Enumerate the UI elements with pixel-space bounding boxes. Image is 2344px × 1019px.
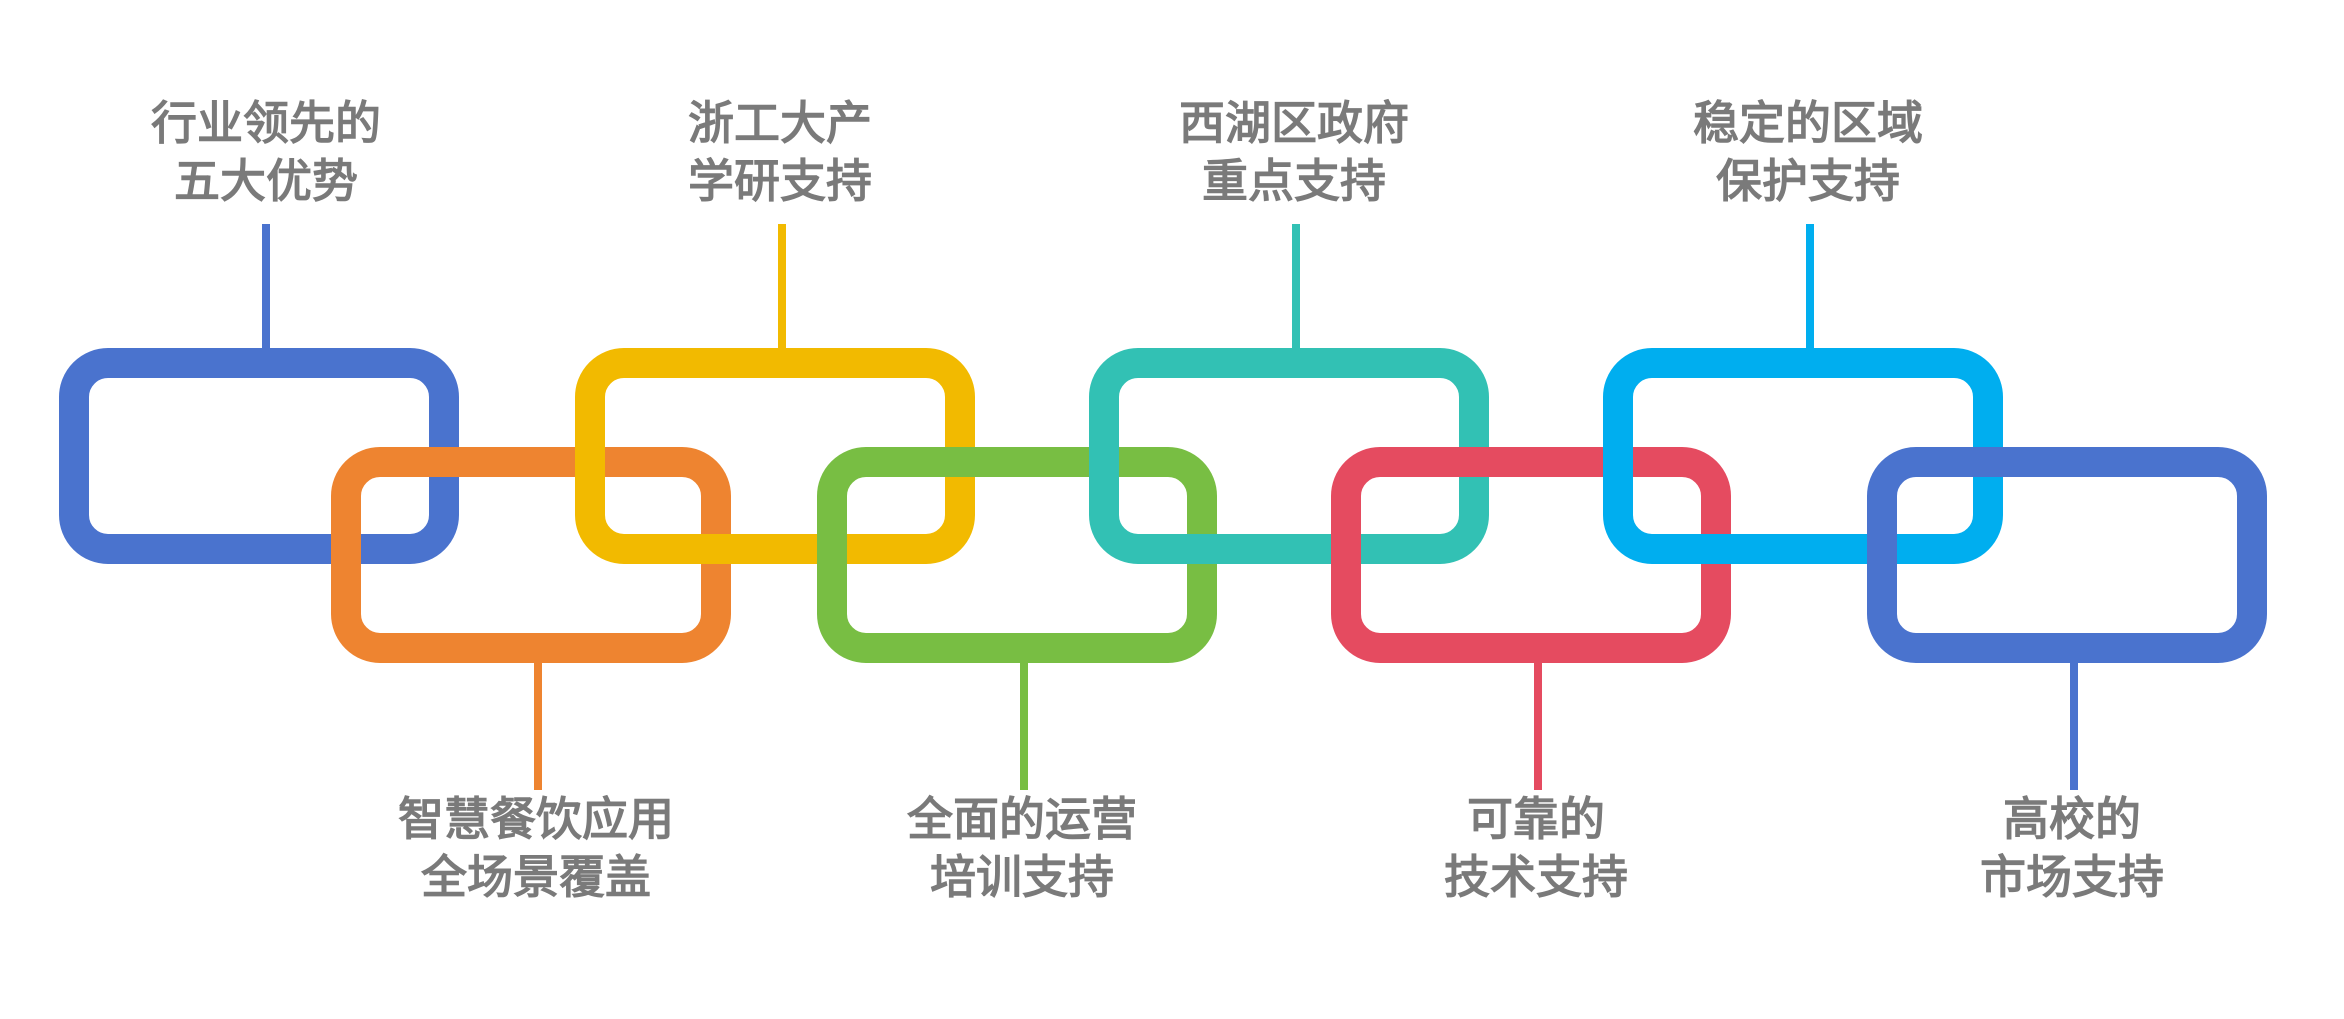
caption-link-4: 全面的运营 培训支持 [832, 790, 1212, 906]
chain-link-6 [1331, 447, 1731, 790]
caption-link-3: 浙工大产 学研支持 [590, 94, 970, 210]
caption-line: 五大优势 [174, 154, 358, 208]
link-ring [1867, 447, 2267, 663]
chain-link-2 [331, 447, 731, 790]
caption-line: 稳定的区域 [1693, 96, 1923, 150]
caption-line: 全场景覆盖 [421, 850, 651, 904]
chain-link-5 [1089, 224, 1489, 564]
chain-link-1 [59, 224, 459, 564]
chain-link-8 [1867, 447, 2267, 790]
caption-line: 可靠的 [1467, 792, 1605, 846]
caption-line: 智慧餐饮应用 [398, 792, 674, 846]
caption-line: 全面的运营 [907, 792, 1137, 846]
caption-line: 培训支持 [930, 850, 1114, 904]
caption-link-7: 稳定的区域 保护支持 [1618, 94, 1998, 210]
caption-link-5: 西湖区政府 重点支持 [1104, 94, 1484, 210]
caption-line: 浙工大产 [688, 96, 872, 150]
chain-link-3 [575, 224, 975, 564]
caption-line: 行业领先的 [151, 96, 381, 150]
caption-link-2: 智慧餐饮应用 全场景覆盖 [346, 790, 726, 906]
caption-line: 保护支持 [1716, 154, 1900, 208]
caption-link-6: 可靠的 技术支持 [1346, 790, 1726, 906]
caption-link-1: 行业领先的 五大优势 [76, 94, 456, 210]
caption-line: 学研支持 [688, 154, 872, 208]
caption-line: 技术支持 [1444, 850, 1628, 904]
caption-line: 重点支持 [1202, 154, 1386, 208]
caption-link-8: 高校的 市场支持 [1882, 790, 2262, 906]
caption-line: 市场支持 [1980, 850, 2164, 904]
chain-link-4 [817, 447, 1217, 790]
chain-link-7 [1603, 224, 2003, 564]
caption-line: 高校的 [2003, 792, 2141, 846]
caption-line: 西湖区政府 [1179, 96, 1409, 150]
